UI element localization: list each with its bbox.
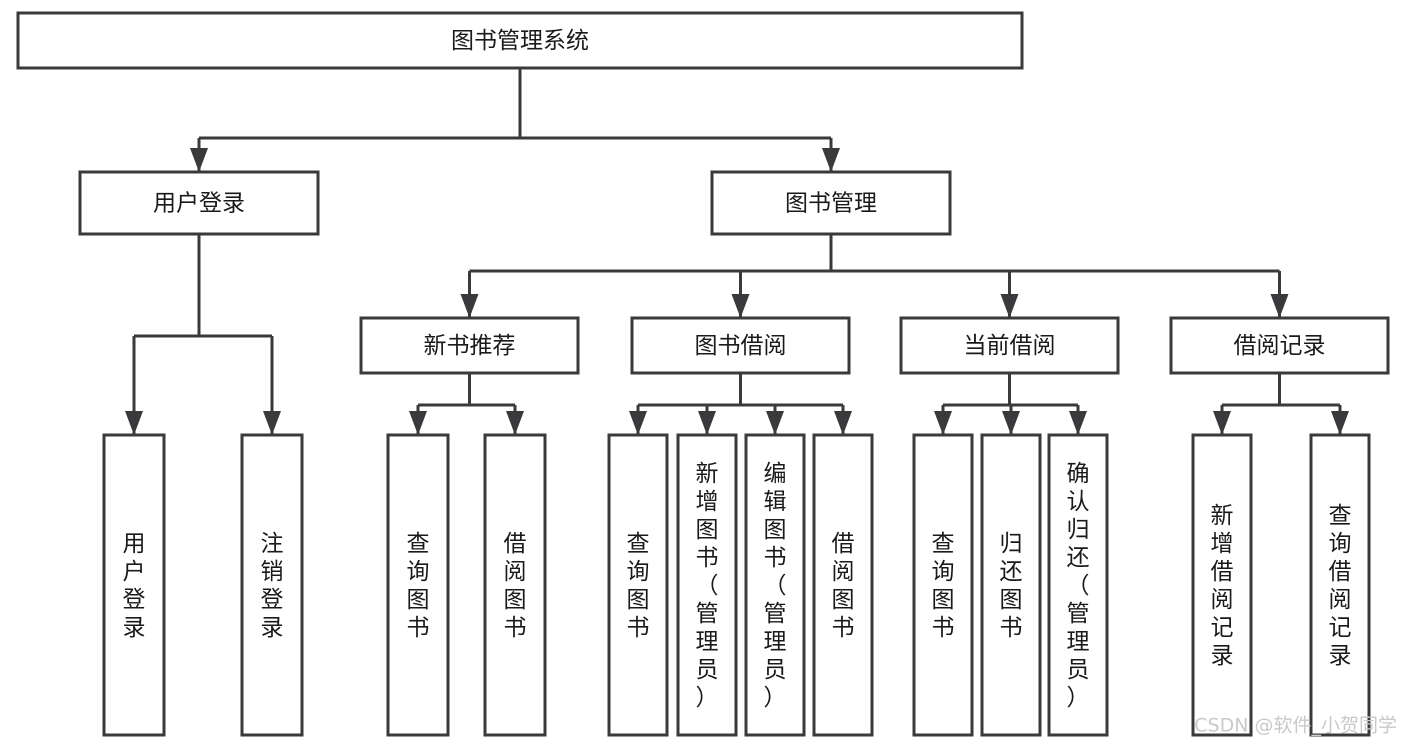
arrow-head-icon <box>409 411 427 435</box>
csdn-watermark: CSDN @软件_小贺同学 <box>1194 715 1397 737</box>
arrow-head-icon <box>125 411 143 435</box>
node-root-system-box[interactable] <box>16 11 1024 70</box>
arrow-head-icon <box>698 411 716 435</box>
node-borrow-record-box[interactable] <box>1169 316 1390 375</box>
connector-current-borrow-to-leaves <box>934 373 1087 435</box>
node-leaf-logout[interactable]: 注销登录 <box>240 433 304 737</box>
node-leaf-add-book-box[interactable] <box>676 433 738 737</box>
node-leaf-query-book-borrow-box[interactable] <box>607 433 669 737</box>
node-leaf-return-book-label: 归还图书 <box>1000 531 1023 641</box>
arrow-head-icon <box>731 294 750 318</box>
node-user-login-label: 用户登录 <box>153 191 245 217</box>
node-book-management-label: 图书管理 <box>785 191 877 217</box>
node-leaf-logout-box[interactable] <box>240 433 304 737</box>
connector-book-borrow-to-leaves <box>629 373 852 435</box>
node-leaf-logout-label: 注销登录 <box>261 531 284 641</box>
node-leaf-confirm-return-box[interactable] <box>1047 433 1109 737</box>
node-user-login-box[interactable] <box>78 170 320 236</box>
node-current-borrow-label: 当前借阅 <box>964 333 1056 359</box>
connector-bookmgmt-to-level2 <box>460 234 1289 318</box>
connector-root-to-level1 <box>190 68 840 172</box>
arrow-head-icon <box>1270 294 1289 318</box>
node-leaf-confirm-return-label: 确认归还（管理员） <box>1067 461 1090 711</box>
arrow-head-icon <box>460 294 479 318</box>
node-leaf-add-borrow-record-label: 新增借阅记录 <box>1211 503 1234 669</box>
node-book-management-box[interactable] <box>710 170 952 236</box>
node-leaf-return-book[interactable]: 归还图书 <box>980 433 1042 737</box>
node-leaf-confirm-return[interactable]: 确认归还（管理员） <box>1047 433 1109 737</box>
node-leaf-add-borrow-record-box[interactable] <box>1191 433 1253 737</box>
node-leaf-borrow-book-recommend-box[interactable] <box>483 433 547 737</box>
node-borrow-record-label: 借阅记录 <box>1234 333 1326 359</box>
node-root-system[interactable]: 图书管理系统 <box>16 11 1024 70</box>
node-leaf-query-book-current-box[interactable] <box>912 433 974 737</box>
node-leaf-return-book-box[interactable] <box>980 433 1042 737</box>
node-current-borrow-box[interactable] <box>899 316 1120 375</box>
node-leaf-borrow-book-label: 借阅图书 <box>832 531 855 641</box>
node-leaf-query-book-recommend[interactable]: 查询图书 <box>386 433 450 737</box>
node-leaf-user-login[interactable]: 用户登录 <box>102 433 166 737</box>
arrow-head-icon <box>1069 411 1087 435</box>
node-leaf-edit-book-label: 编辑图书（管理员） <box>764 461 787 711</box>
arrow-head-icon <box>1331 411 1349 435</box>
node-leaf-query-book-recommend-label: 查询图书 <box>407 531 430 641</box>
node-leaf-query-book-recommend-box[interactable] <box>386 433 450 737</box>
node-leaf-query-borrow-record-box[interactable] <box>1309 433 1371 737</box>
arrow-head-icon <box>190 148 208 172</box>
node-user-login[interactable]: 用户登录 <box>78 170 320 236</box>
node-leaf-edit-book-box[interactable] <box>744 433 806 737</box>
node-leaf-query-book-current[interactable]: 查询图书 <box>912 433 974 737</box>
arrow-head-icon <box>506 411 524 435</box>
node-new-book-recommend[interactable]: 新书推荐 <box>359 316 580 375</box>
node-leaf-borrow-book-recommend-label: 借阅图书 <box>504 531 527 641</box>
connector-new-book-recommend-to-leaves <box>409 373 524 435</box>
node-layer: 图书管理系统用户登录图书管理新书推荐图书借阅当前借阅借阅记录用户登录注销登录查询… <box>16 11 1390 737</box>
node-leaf-borrow-book-recommend[interactable]: 借阅图书 <box>483 433 547 737</box>
node-leaf-query-borrow-record-label: 查询借阅记录 <box>1329 503 1352 669</box>
arrow-head-icon <box>629 411 647 435</box>
node-leaf-query-book-borrow-label: 查询图书 <box>627 531 650 641</box>
node-book-borrow[interactable]: 图书借阅 <box>630 316 851 375</box>
node-book-management[interactable]: 图书管理 <box>710 170 952 236</box>
node-current-borrow[interactable]: 当前借阅 <box>899 316 1120 375</box>
arrow-head-icon <box>822 148 840 172</box>
node-root-system-label: 图书管理系统 <box>451 28 589 54</box>
node-book-borrow-box[interactable] <box>630 316 851 375</box>
arrow-head-icon <box>263 411 281 435</box>
node-borrow-record[interactable]: 借阅记录 <box>1169 316 1390 375</box>
node-leaf-query-book-current-label: 查询图书 <box>932 531 955 641</box>
node-new-book-recommend-label: 新书推荐 <box>424 333 516 359</box>
node-leaf-borrow-book[interactable]: 借阅图书 <box>812 433 874 737</box>
connector-userlogin-to-leaves <box>125 234 281 435</box>
connector-borrow-record-to-leaves <box>1213 373 1349 435</box>
arrow-head-icon <box>1000 294 1019 318</box>
node-leaf-query-borrow-record[interactable]: 查询借阅记录 <box>1309 433 1371 737</box>
node-new-book-recommend-box[interactable] <box>359 316 580 375</box>
arrow-head-icon <box>766 411 784 435</box>
arrow-head-icon <box>934 411 952 435</box>
arrow-head-icon <box>834 411 852 435</box>
arrow-head-icon <box>1002 411 1020 435</box>
arrow-head-icon <box>1213 411 1231 435</box>
node-leaf-add-borrow-record[interactable]: 新增借阅记录 <box>1191 433 1253 737</box>
node-leaf-user-login-box[interactable] <box>102 433 166 737</box>
node-leaf-add-book[interactable]: 新增图书（管理员） <box>676 433 738 737</box>
node-leaf-borrow-book-box[interactable] <box>812 433 874 737</box>
node-leaf-add-book-label: 新增图书（管理员） <box>696 461 719 711</box>
node-leaf-user-login-label: 用户登录 <box>123 531 146 641</box>
node-leaf-query-book-borrow[interactable]: 查询图书 <box>607 433 669 737</box>
node-leaf-edit-book[interactable]: 编辑图书（管理员） <box>744 433 806 737</box>
node-book-borrow-label: 图书借阅 <box>695 333 787 359</box>
connector-layer <box>125 68 1349 435</box>
